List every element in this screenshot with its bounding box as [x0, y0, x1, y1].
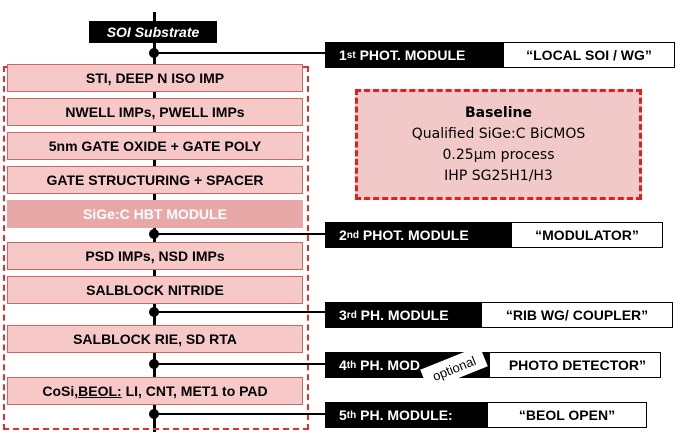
module-2-num: 2: [339, 227, 347, 243]
baseline-box: Baseline Qualified SiGe:C BiCMOS 0.25µm …: [355, 89, 642, 200]
connector-line-2: [154, 233, 330, 235]
connector-line-4: [154, 363, 330, 365]
module-3-sup: rd: [346, 309, 357, 321]
module-3-desc: “RIB WG/ COUPLER”: [481, 302, 673, 328]
step-gate-oxide: 5nm GATE OXIDE + GATE POLY: [7, 132, 303, 160]
module-1-desc: “LOCAL SOI / WG”: [503, 42, 675, 68]
connector-line-1: [154, 52, 330, 54]
connector-line-3: [154, 311, 330, 313]
module-5-sup: th: [346, 409, 357, 421]
module-1-title-text: PHOT. MODULE: [355, 47, 466, 63]
module-5-desc: “BEOL OPEN”: [487, 402, 647, 428]
connector-line-5: [154, 413, 330, 415]
baseline-line-1: Qualified SiGe:C BiCMOS: [411, 125, 586, 142]
step-hbt-module: SiGe:C HBT MODULE: [7, 200, 303, 228]
module-4-title-text: PH. MOD: [356, 357, 421, 373]
step-beol-text-b: BEOL:: [78, 383, 122, 399]
module-4-num: 4: [339, 357, 347, 373]
step-salblock-rie: SALBLOCK RIE, SD RTA: [7, 325, 303, 353]
step-wells: NWELL IMPs, PWELL IMPs: [7, 98, 303, 126]
module-5-num: 5: [339, 407, 347, 423]
step-gate-structuring: GATE STRUCTURING + SPACER: [7, 166, 303, 194]
soi-substrate-label: SOI Substrate: [89, 21, 217, 43]
step-beol-text-c: LI, CNT, MET1 to PAD: [121, 383, 268, 399]
module-4-desc: PHOTO DETECTOR”: [489, 352, 661, 378]
step-sti: STI, DEEP N ISO IMP: [7, 64, 303, 92]
step-sd-implants: PSD IMPs, NSD IMPs: [7, 242, 303, 270]
baseline-line-2: 0.25µm process: [442, 146, 555, 163]
baseline-title: Baseline: [464, 104, 532, 121]
step-beol: CoSi, BEOL: LI, CNT, MET1 to PAD: [7, 377, 303, 405]
module-5-title-text: PH. MODULE:: [356, 407, 453, 423]
baseline-line-3: IHP SG25H1/H3: [444, 167, 553, 184]
module-2-sup: nd: [346, 229, 360, 241]
module-1-sup: st: [346, 49, 356, 61]
step-beol-text-a: CoSi,: [42, 383, 79, 399]
module-3-title-text: PH. MODULE: [356, 307, 449, 323]
module-2-desc: “MODULATOR”: [511, 222, 663, 248]
module-3-num: 3: [339, 307, 347, 323]
module-1-num: 1: [339, 47, 347, 63]
step-salblock-nitride: SALBLOCK NITRIDE: [7, 276, 303, 304]
module-2-title-text: PHOT. MODULE: [359, 227, 469, 243]
module-4-sup: th: [346, 359, 357, 371]
